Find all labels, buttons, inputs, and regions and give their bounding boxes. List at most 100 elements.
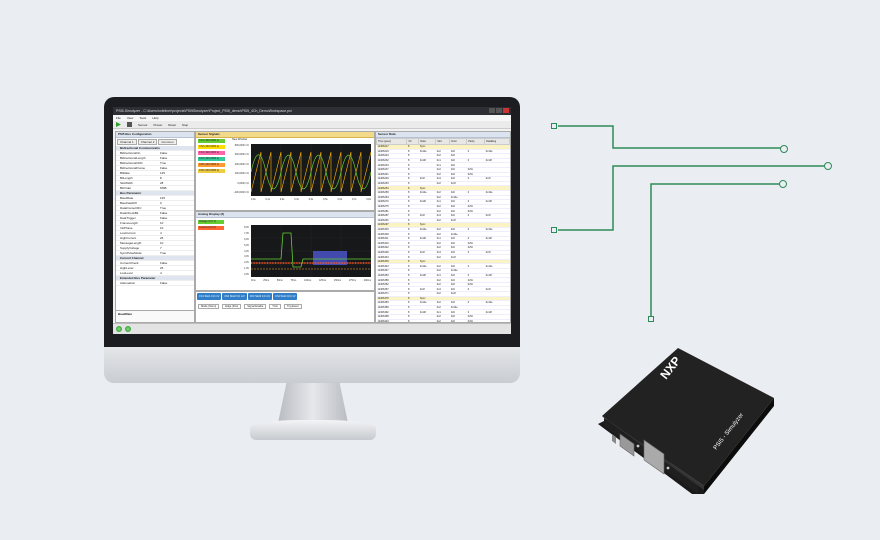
mode-select[interactable]: Mode (Norm) [198, 304, 220, 309]
edge-select[interactable]: Edge (Pos) [222, 304, 242, 309]
property-value[interactable]: 10 [160, 226, 164, 230]
property-value[interactable]: False [160, 216, 168, 220]
signal-list-item[interactable]: Ch2 (100,0000 s) [198, 145, 225, 149]
signal-enable-select[interactable]: Signal Enable [244, 304, 267, 309]
property-value[interactable]: False [160, 211, 168, 215]
toolbar-stop[interactable]: Stop [182, 122, 189, 127]
property-value[interactable]: False [160, 156, 168, 160]
signal-list-item[interactable]: Ch4 (100,0000 s) [198, 157, 225, 161]
property-value[interactable]: False [160, 261, 168, 265]
menu-view[interactable]: View [126, 116, 134, 120]
property-value[interactable]: 10 [160, 221, 164, 225]
signal-list-item[interactable]: Ch1 (100,0000 s) [198, 139, 225, 143]
property-value[interactable]: 125 [160, 171, 166, 175]
stop-icon[interactable] [127, 122, 132, 127]
slot-pill-4[interactable]: Ch4 Slot4 0,0 mV [273, 293, 298, 300]
property-value[interactable] [160, 191, 194, 195]
slot-pill-3[interactable]: Ch3 Slot3 0,0 mV [247, 293, 273, 300]
tab-channel-2[interactable]: Channel 2 [137, 139, 158, 145]
slot-pill-2[interactable]: Ch2 Slot2 0,0 mV [222, 293, 247, 300]
slot-pill-1[interactable]: Ch1 Slot1 0,0 mV [197, 293, 222, 300]
property-value[interactable]: True [160, 161, 167, 165]
property-value[interactable]: False [160, 151, 168, 155]
property-value[interactable] [160, 276, 194, 280]
column-header[interactable]: Parity [466, 138, 486, 145]
new-window-button[interactable]: New Window [232, 138, 248, 141]
menu-file[interactable]: File [116, 116, 121, 120]
tab-common[interactable]: Common [158, 139, 177, 145]
property-value[interactable]: True [160, 206, 167, 210]
maximize-button[interactable] [496, 108, 502, 113]
close-button[interactable] [503, 108, 509, 113]
property-category[interactable]: Extended Bus Parameter [116, 276, 194, 281]
signal-list-item[interactable]: Ch5 (100,0000 s) [198, 163, 225, 167]
property-value[interactable]: MSB [160, 186, 167, 190]
property-value[interactable]: 10 [160, 241, 164, 245]
property-category[interactable]: Current Channel [116, 256, 194, 261]
property-value[interactable]: 125 [160, 196, 166, 200]
signal-list-item[interactable]: Ch3 (100,0000 s) [198, 151, 225, 155]
tmin-field[interactable]: Tmin [269, 304, 282, 309]
property-value[interactable]: 8 [160, 176, 162, 180]
property-value[interactable]: 26 [160, 266, 164, 270]
property-value[interactable]: 4 [160, 231, 162, 235]
tab-channel-1[interactable]: Channel 1 [117, 139, 137, 145]
property-value[interactable] [160, 146, 194, 150]
toolbar-reset[interactable]: Reset [168, 122, 177, 127]
column-header[interactable]: Time [µsec] [376, 138, 408, 145]
property-value[interactable]: 28 [160, 181, 164, 185]
